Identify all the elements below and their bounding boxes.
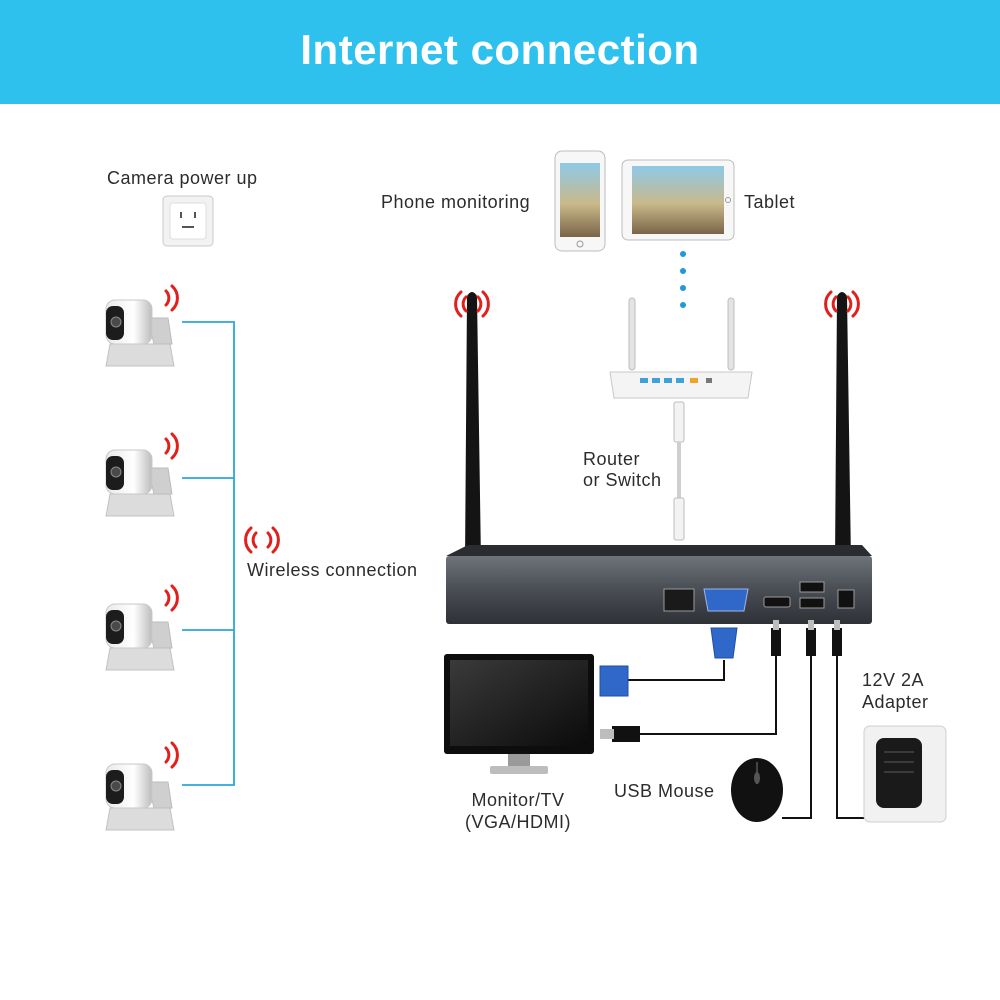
- wifi-signal-icon: [164, 284, 179, 312]
- wireless-connection-label: Wireless connection: [247, 560, 418, 580]
- wifi-signal-icon: [164, 432, 179, 460]
- power-adapter-icon: [863, 725, 947, 823]
- camera-wiring: [182, 321, 235, 786]
- monitor-label-line2: (VGA/HDMI): [465, 812, 571, 832]
- camera-icon: [105, 299, 175, 367]
- router-label-line1: Router: [583, 449, 641, 469]
- vga-cable-icon: [599, 627, 738, 697]
- usb-mouse-label: USB Mouse: [614, 781, 715, 801]
- diagram-canvas: [105, 150, 947, 831]
- usb-cable-icon: [600, 620, 781, 742]
- adapter-label-line1: 12V 2A: [862, 670, 925, 690]
- wifi-signal-icon: [164, 584, 179, 612]
- router-icon: [609, 297, 753, 399]
- tablet-icon: [621, 159, 735, 241]
- usb-cable-icon: [782, 620, 816, 819]
- antenna-icon: [831, 292, 855, 582]
- wifi-signal-icon: [244, 526, 280, 554]
- tablet-label: Tablet: [744, 192, 796, 212]
- camera-icon: [105, 603, 175, 671]
- adapter-label-line2: Adapter: [862, 692, 929, 712]
- wifi-signal-icon: [164, 741, 179, 769]
- wall-socket-icon: [162, 195, 214, 247]
- phone-icon: [554, 150, 606, 252]
- wireless-dots: [680, 251, 686, 308]
- nvr-icon: [446, 545, 872, 624]
- phone-monitoring-label: Phone monitoring: [381, 192, 531, 212]
- mouse-icon: [731, 758, 783, 822]
- camera-icon: [105, 449, 175, 517]
- page-title: Internet connection: [300, 26, 700, 73]
- antenna-icon: [461, 292, 485, 582]
- ethernet-cable-icon: [673, 401, 685, 541]
- camera-icon: [105, 763, 175, 831]
- monitor-icon: [444, 654, 594, 774]
- monitor-label-line1: Monitor/TV: [471, 790, 565, 810]
- router-label-line2: or Switch: [583, 470, 662, 490]
- camera-power-label: Camera power up: [107, 168, 258, 188]
- header-banner: Internet connection: [0, 0, 1000, 104]
